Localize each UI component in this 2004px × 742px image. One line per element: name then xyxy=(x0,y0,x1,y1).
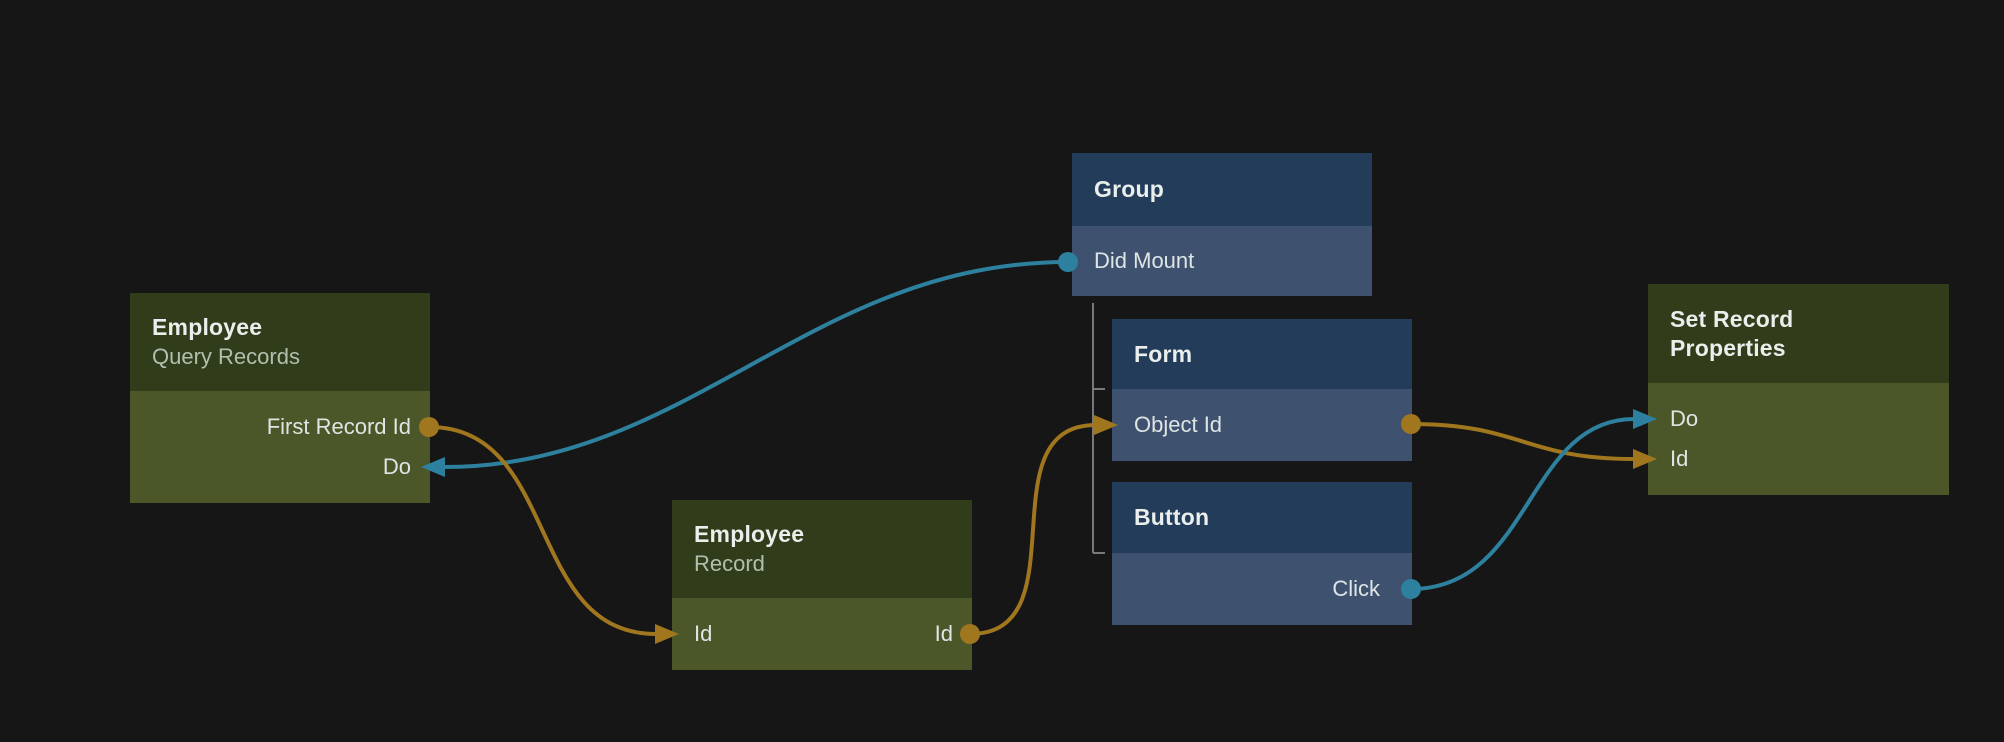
edge-didmount-to-do[interactable] xyxy=(442,260,1070,469)
node-button[interactable]: Button Click xyxy=(1112,482,1412,625)
edge-record-id-to-object-id[interactable] xyxy=(968,423,1098,636)
group-children-tree-line xyxy=(1092,303,1105,554)
port-label: Do xyxy=(1670,406,1699,431)
connector-out-record-id[interactable] xyxy=(960,624,980,644)
node-header: Employee Query Records xyxy=(130,293,430,391)
node-port-list: Id Id xyxy=(672,598,972,670)
node-title: Form xyxy=(1134,340,1193,367)
port-click[interactable]: Click xyxy=(1112,569,1412,609)
arrowhead-form-object-id xyxy=(1094,415,1118,435)
edge-object-id-to-srp-id[interactable] xyxy=(1409,422,1636,461)
node-header: Button xyxy=(1112,482,1412,553)
node-employee-query-records[interactable]: Employee Query Records First Record Id D… xyxy=(130,293,430,503)
port-did-mount[interactable]: Did Mount xyxy=(1072,241,1372,281)
arrowhead-srp-do xyxy=(1633,409,1657,429)
node-group[interactable]: Group Did Mount xyxy=(1072,153,1372,296)
port-label: Id xyxy=(1670,446,1689,471)
port-id[interactable]: Id xyxy=(1648,439,1949,479)
node-title: Set Record Properties xyxy=(1670,305,1794,361)
node-port-list: Did Mount xyxy=(1072,226,1372,296)
port-label-id-output: Id xyxy=(934,621,953,646)
node-title: Group xyxy=(1094,176,1164,202)
node-title: Employee xyxy=(694,521,805,547)
edge-firstrecordid-to-record-id[interactable] xyxy=(427,425,658,636)
port-first-record-id[interactable]: First Record Id xyxy=(130,407,430,447)
arrowhead-query-do xyxy=(421,457,445,477)
node-port-list: Click xyxy=(1112,553,1412,625)
port-label-id-input: Id xyxy=(694,621,713,646)
node-header: Form xyxy=(1112,319,1412,389)
node-subtitle: Query Records xyxy=(152,344,300,369)
node-title: Employee xyxy=(152,314,263,340)
node-header: Employee Record xyxy=(672,500,972,598)
arrowhead-record-id xyxy=(655,624,679,644)
port-do[interactable]: Do xyxy=(1648,399,1949,439)
connector-out-object-id[interactable] xyxy=(1401,414,1421,434)
node-employee-record[interactable]: Employee Record Id Id xyxy=(672,500,972,670)
port-label: First Record Id xyxy=(266,414,411,439)
node-header: Set Record Properties xyxy=(1648,284,1949,383)
edge-click-to-srp-do[interactable] xyxy=(1409,417,1636,591)
node-set-record-properties[interactable]: Set Record Properties Do Id xyxy=(1648,284,1949,495)
port-label: Did Mount xyxy=(1094,248,1195,273)
port-do[interactable]: Do xyxy=(130,447,430,487)
node-subtitle: Record xyxy=(694,551,765,576)
node-header: Group xyxy=(1072,153,1372,226)
connector-out-click[interactable] xyxy=(1401,579,1421,599)
connector-out-first-record-id[interactable] xyxy=(419,417,439,437)
arrowhead-srp-id xyxy=(1633,449,1657,469)
node-form[interactable]: Form Object Id xyxy=(1112,319,1412,461)
node-title: Button xyxy=(1134,504,1210,530)
port-object-id[interactable]: Object Id xyxy=(1112,405,1412,445)
connector-out-did-mount[interactable] xyxy=(1058,252,1078,272)
node-port-list: Do Id xyxy=(1648,383,1949,495)
port-label: Click xyxy=(1332,576,1380,601)
port-label: Object Id xyxy=(1134,412,1223,437)
port-label: Do xyxy=(382,454,411,479)
port-row-id[interactable]: Id Id xyxy=(672,614,972,654)
node-port-list: Object Id xyxy=(1112,389,1412,461)
node-port-list: First Record Id Do xyxy=(130,391,430,503)
